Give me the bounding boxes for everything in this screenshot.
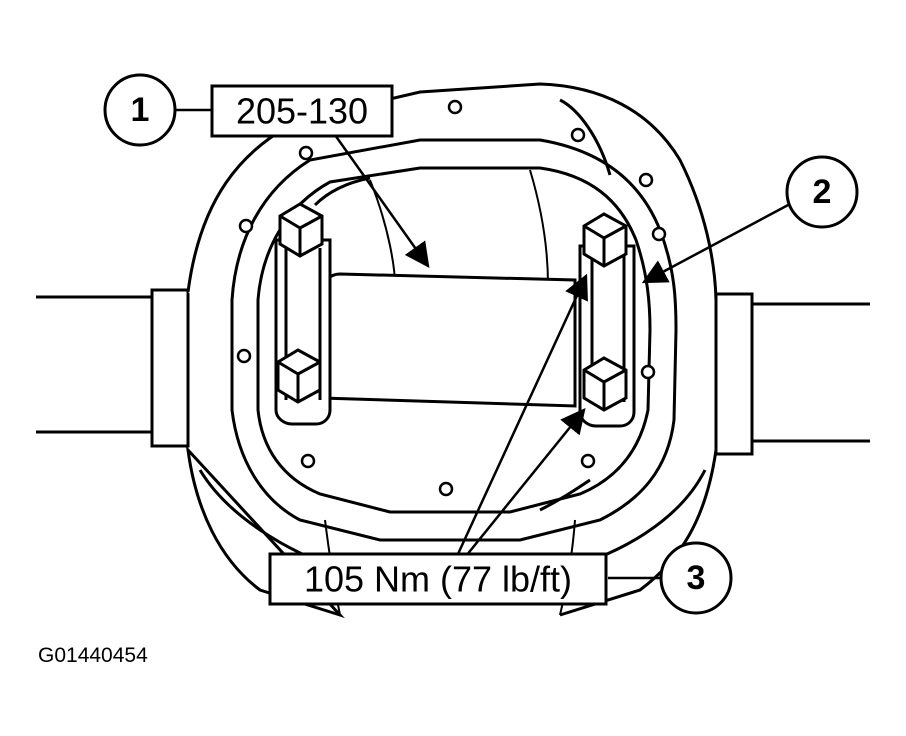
callout-1: 1 205-130: [103, 73, 394, 147]
bolt-right-lower: [582, 356, 628, 412]
differential-carrier: [320, 272, 577, 408]
cover-bolt-holes: [236, 99, 667, 497]
bolt-left-lower: [276, 348, 322, 404]
callout-3-label-box: [268, 552, 608, 606]
callout-3-number: 3: [687, 559, 706, 597]
callout-1-label: 205-130: [236, 91, 368, 132]
arrow-1: [333, 134, 430, 269]
arrow-2: [641, 202, 791, 284]
left-axle-tube: [36, 288, 190, 448]
callout-3-label: 105 Nm (77 lb/ft): [304, 559, 572, 600]
leader-lines: [176, 108, 791, 580]
bearing-cap-bolts: [276, 202, 628, 412]
arrow-3-lower: [465, 408, 586, 557]
callout-1-circle: [103, 73, 177, 147]
callout-1-label-box: [210, 84, 394, 138]
arrow-3-upper: [456, 273, 588, 555]
callout-2-circle: [785, 155, 859, 229]
bolt-left-upper: [278, 202, 324, 258]
callout-3: 105 Nm (77 lb/ft) 3: [268, 541, 733, 615]
callout-2-number: 2: [813, 173, 832, 211]
callout-1-number: 1: [131, 91, 150, 129]
callout-2: 2: [785, 155, 859, 229]
callout-3-circle: [659, 541, 733, 615]
right-axle-tube: [714, 292, 870, 456]
bolt-right-upper: [582, 212, 628, 268]
figure-id: G01440454: [38, 644, 148, 667]
